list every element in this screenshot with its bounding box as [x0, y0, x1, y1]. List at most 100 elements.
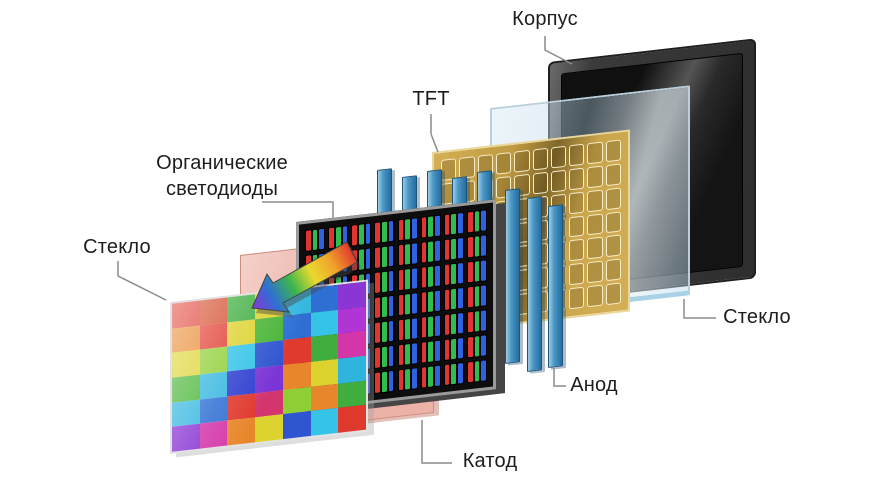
oled-subpixel [428, 291, 434, 312]
oled-subpixel [474, 361, 480, 382]
mosaic-cell [199, 396, 228, 424]
tft-cell [587, 260, 603, 284]
oled-subpixel [444, 264, 450, 286]
oled-subpixel [352, 250, 357, 271]
mosaic-cell [172, 374, 200, 403]
oled-subpixel [474, 261, 480, 282]
oled-subpixel [411, 293, 417, 314]
oled-subpixel [481, 335, 486, 356]
oled-subpixel [319, 228, 325, 250]
mosaic-cell [310, 383, 339, 412]
oled-pixel-cell [397, 317, 418, 342]
tft-cell [514, 149, 530, 173]
oled-subpixel [435, 340, 440, 362]
oled-subpixel [358, 249, 364, 270]
mosaic-cell [338, 355, 366, 384]
oled-subpixel [335, 251, 341, 273]
oled-subpixel [467, 211, 473, 233]
oled-subpixel [428, 316, 434, 337]
oled-subpixel [365, 223, 371, 245]
oled-pixel-cell [420, 364, 441, 389]
oled-subpixel [458, 237, 463, 259]
oled-subpixel [467, 261, 473, 283]
anode-bar [505, 188, 520, 364]
oled-subpixel [421, 217, 427, 238]
oled-subpixel [382, 271, 387, 293]
mosaic-cell [310, 309, 339, 338]
oled-subpixel [435, 365, 440, 387]
oled-subpixel [306, 230, 311, 251]
oled-pixel-cell [466, 284, 487, 309]
oled-subpixel [398, 294, 404, 316]
oled-subpixel [444, 314, 450, 336]
oled-subpixel [444, 289, 450, 311]
tft-cell [605, 187, 621, 210]
oled-subpixel [481, 235, 486, 256]
tft-cell [587, 189, 603, 212]
mosaic-cell [338, 404, 366, 433]
connector-cathode [421, 420, 452, 464]
tft-cell [587, 165, 603, 188]
oled-subpixel [451, 313, 457, 335]
oled-subpixel [421, 267, 427, 288]
mosaic-cell [199, 346, 228, 375]
oled-subpixel [467, 236, 473, 258]
mosaic-cell [282, 361, 311, 390]
label-glass-left: Стекло [83, 236, 151, 258]
oled-subpixel [451, 338, 457, 360]
oled-pixel-cell [443, 336, 464, 362]
oled-subpixel [375, 272, 381, 293]
oled-subpixel [365, 248, 371, 270]
oled-subpixel [405, 344, 410, 365]
oled-subpixel [352, 225, 357, 246]
oled-subpixel [458, 287, 463, 309]
oled-subpixel [458, 262, 463, 284]
layer-glass-front [170, 279, 368, 454]
oled-subpixel [398, 369, 404, 391]
oled-subpixel [388, 245, 394, 267]
oled-pixel-cell [374, 319, 395, 345]
oled-subpixel [319, 253, 325, 275]
label-cathode: Катод [462, 450, 518, 472]
oled-subpixel [428, 266, 434, 287]
oled-subpixel [411, 268, 417, 289]
label-glass-right: Стекло [723, 306, 791, 328]
oled-subpixel [458, 362, 463, 384]
oled-subpixel [421, 242, 427, 263]
oled-subpixel [474, 311, 480, 332]
oled-pixel-cell [466, 234, 487, 259]
mosaic-cell [227, 368, 256, 397]
oled-subpixel [312, 229, 318, 251]
oled-subpixel [481, 260, 486, 281]
oled-subpixel [342, 226, 348, 247]
oled-pixel-cell [420, 214, 441, 239]
mosaic-cell [338, 330, 366, 359]
oled-pixel-cell [443, 211, 464, 237]
anode-bar [548, 204, 563, 368]
oled-pixel-cell [374, 219, 395, 245]
oled-subpixel [458, 337, 463, 359]
oled-subpixel [451, 263, 457, 285]
oled-subpixel [375, 247, 381, 268]
tft-cell [569, 167, 585, 191]
oled-subpixel [428, 366, 434, 387]
oled-pixel-cell [328, 250, 349, 275]
oled-subpixel [435, 315, 440, 337]
tft-cell [569, 239, 585, 262]
oled-pixel-cell [397, 292, 418, 317]
tft-cell [532, 147, 548, 171]
mosaic-cell [310, 284, 339, 313]
oled-subpixel [467, 336, 473, 358]
oled-subpixel [342, 251, 348, 272]
oled-subpixel [458, 312, 463, 334]
oled-subpixel [405, 219, 410, 240]
oled-subpixel [388, 220, 394, 242]
oled-subpixel [382, 296, 387, 318]
tft-cell [605, 163, 621, 186]
oled-subpixel [481, 285, 486, 306]
mosaic-cell [227, 294, 256, 323]
oled-pixel-cell [443, 311, 464, 337]
oled-subpixel [411, 368, 417, 389]
tft-cell [605, 258, 621, 282]
